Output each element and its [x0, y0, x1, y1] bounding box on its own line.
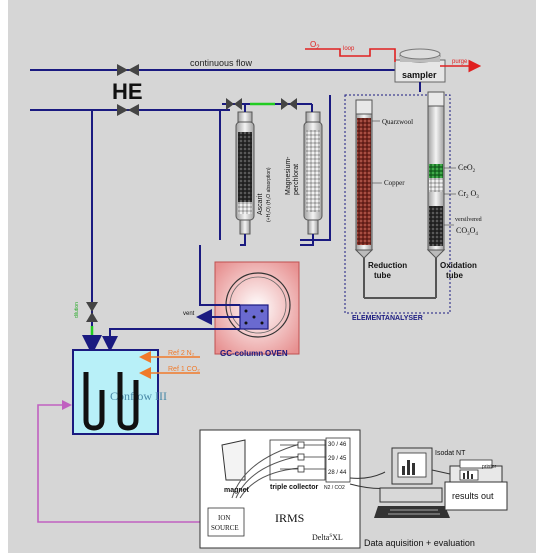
sampler-label: sampler: [402, 70, 437, 80]
sampler: [394, 48, 446, 83]
port-30-46: 30 / 46: [328, 442, 347, 448]
ref1-label: Ref 1 CO₂: [168, 366, 200, 373]
irms-label: IRMS: [275, 511, 304, 525]
port-29-45: 29 / 45: [328, 456, 347, 462]
dilution-valve: [86, 302, 98, 322]
ascarit-sublabel: (+H₂O) (H₂O absorption): [266, 167, 272, 222]
gc-column-label: GC-column: [220, 349, 263, 358]
n2-co2-label: N2 / CO2: [324, 485, 345, 491]
he-valve-top: [117, 64, 139, 76]
delta-label: DeltaSXL: [312, 533, 343, 542]
ascarit-label: Ascarit: [257, 194, 264, 215]
reduction-tube-label: Reduction: [368, 261, 407, 270]
computer: [374, 447, 450, 518]
ceo2-label: CeO2: [458, 163, 476, 174]
magnesium-label: Magnesium-: [285, 156, 292, 195]
quarzwool-label: Quarzwool: [382, 118, 413, 126]
elementanalyser-box: [344, 94, 451, 314]
magnesium-perchlorat-tube: [303, 111, 323, 235]
triple-collector-box: [269, 439, 326, 481]
co3o4-label: CO3O4: [456, 226, 478, 237]
o2-label: O2: [310, 40, 320, 51]
oxidation-tube-label-2: tube: [446, 271, 463, 280]
he-label: HE: [112, 79, 143, 104]
vent-label: vent: [183, 311, 195, 317]
ion-source-box: [207, 507, 245, 537]
o2-loop-line: [305, 48, 396, 62]
triple-collector-label: triple collector: [270, 484, 319, 491]
continuous-flow-label: continuous flow: [190, 58, 253, 68]
ion-source-label: ION: [218, 514, 230, 522]
data-acquisition-label: Data aquisition + evaluation: [364, 538, 475, 548]
magnet-shape: [221, 439, 246, 481]
purge-label: purge: [452, 59, 468, 65]
port-28-44: 28 / 44: [328, 470, 347, 476]
oxidation-tube: [426, 91, 446, 298]
he-valve-bottom: [117, 104, 139, 116]
loop-label: loop: [343, 46, 355, 52]
dilution-label: dilution: [74, 302, 80, 318]
open-split-u1: [83, 372, 105, 431]
oxidation-tube-label: Oxidation: [440, 261, 477, 270]
open-split-u2: [117, 372, 139, 431]
valve-ascarit: [226, 98, 242, 110]
magnet-label: magnet: [224, 487, 250, 494]
capillary-line: [37, 404, 208, 523]
versilvered-label: versilvered: [455, 217, 482, 223]
reduction-tube-label-2: tube: [374, 271, 391, 280]
ascarit-tube: [235, 111, 255, 235]
ref2-label: Ref 2 N₂: [168, 350, 195, 357]
printer-label: printer: [482, 464, 497, 470]
magnesium-label-2: perchlorat: [293, 164, 300, 195]
reduction-tube: [354, 99, 374, 298]
ion-source-label-2: SOURCE: [211, 524, 239, 532]
results-out-label: results out: [452, 491, 494, 501]
valve-magnesium: [281, 98, 297, 110]
collector-channels: [325, 437, 351, 483]
oven-label: OVEN: [265, 349, 288, 358]
printer: [444, 459, 508, 511]
reduction-to-drying-line: [300, 95, 331, 241]
isodat-label: Isodat NT: [435, 450, 466, 457]
elementanalyser-label: ELEMENTANALYSER: [352, 315, 423, 322]
capillary-arrow: [62, 400, 72, 410]
oven-to-conflow-line: [102, 328, 240, 352]
copper-label: Copper: [384, 179, 405, 187]
